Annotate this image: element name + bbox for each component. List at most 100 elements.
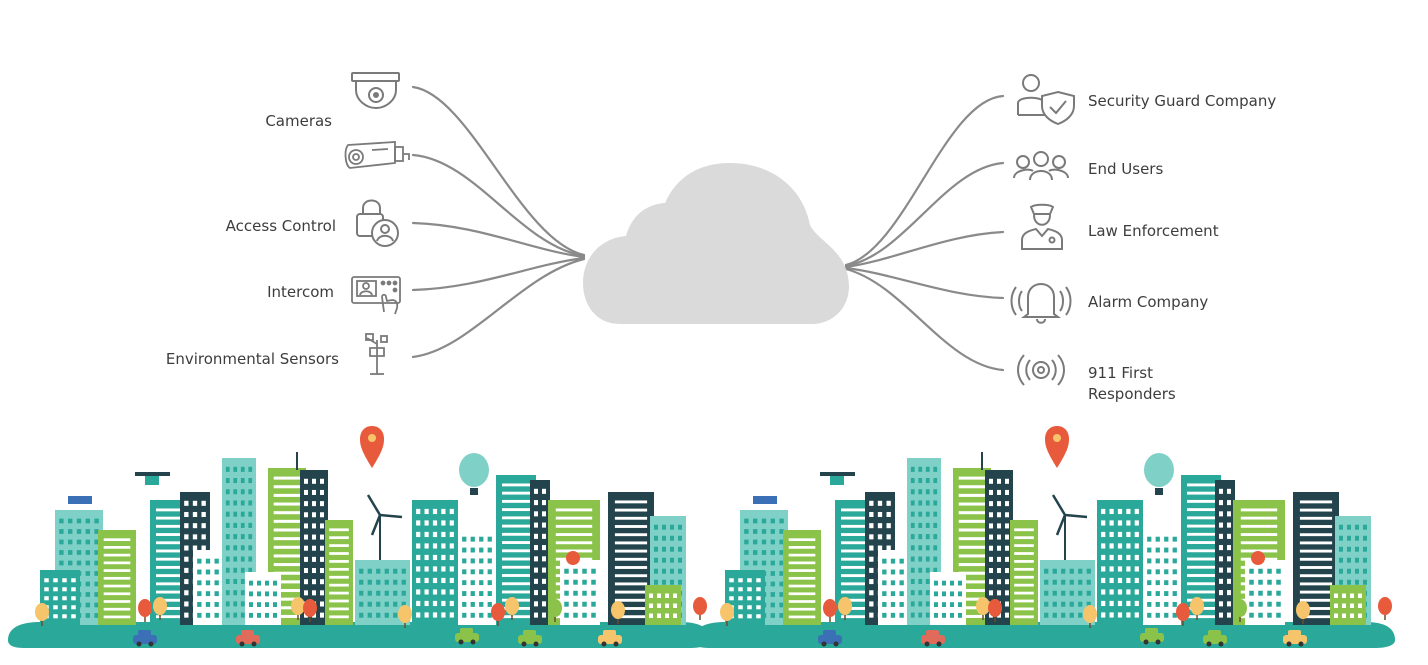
building-window bbox=[441, 612, 446, 618]
car-wheel bbox=[521, 641, 527, 647]
building-window bbox=[359, 612, 364, 618]
building-window bbox=[1363, 568, 1367, 574]
building-window bbox=[582, 579, 587, 585]
building-stripe bbox=[273, 476, 301, 480]
building-stripe bbox=[103, 538, 131, 542]
building-window bbox=[265, 591, 269, 597]
building-window bbox=[76, 560, 82, 566]
building-window bbox=[304, 501, 308, 507]
building-stripe bbox=[103, 615, 131, 619]
building-window bbox=[1334, 613, 1338, 618]
building-stripe bbox=[841, 557, 869, 561]
building-window bbox=[918, 556, 923, 562]
building-window bbox=[1134, 508, 1139, 515]
building-window bbox=[1052, 579, 1057, 585]
building-window bbox=[449, 531, 454, 538]
building-stripe bbox=[156, 607, 184, 610]
building-stripe bbox=[273, 580, 301, 584]
building-window bbox=[1134, 612, 1139, 618]
building-window bbox=[1164, 612, 1169, 618]
building-window bbox=[1227, 612, 1231, 618]
building-window bbox=[85, 529, 90, 534]
building-window bbox=[85, 602, 90, 608]
building-window bbox=[761, 518, 767, 524]
tree-crown bbox=[153, 597, 167, 615]
building-window bbox=[416, 554, 421, 561]
building-window bbox=[542, 578, 546, 584]
building-window bbox=[770, 539, 775, 545]
building-window bbox=[94, 571, 99, 576]
building-window bbox=[997, 568, 1001, 574]
building-window bbox=[869, 534, 874, 540]
car-body bbox=[818, 635, 842, 644]
building-window bbox=[910, 489, 915, 495]
building-window bbox=[591, 601, 596, 607]
building-window bbox=[910, 578, 915, 584]
building-window bbox=[432, 531, 438, 538]
building-window bbox=[1258, 612, 1263, 618]
building-stripe bbox=[273, 606, 301, 610]
building-window bbox=[384, 579, 389, 585]
building-window bbox=[997, 556, 1001, 562]
building-window bbox=[1126, 543, 1131, 549]
building-stripe bbox=[958, 614, 986, 618]
building-stripe bbox=[788, 538, 816, 542]
building-window bbox=[989, 590, 993, 596]
building-window bbox=[573, 612, 578, 618]
building-stripe bbox=[1187, 557, 1215, 561]
tree-crown bbox=[1176, 603, 1190, 621]
building-window bbox=[62, 578, 67, 583]
building-stripe bbox=[841, 582, 869, 586]
building-window bbox=[192, 500, 198, 506]
building-stripe bbox=[958, 589, 986, 593]
building-window bbox=[869, 556, 874, 562]
building-window bbox=[62, 596, 67, 601]
building-window bbox=[449, 543, 454, 549]
building-window bbox=[367, 568, 372, 574]
building-window bbox=[1172, 601, 1177, 607]
building-window bbox=[320, 601, 324, 607]
building-window bbox=[248, 534, 253, 540]
building-window bbox=[997, 501, 1001, 507]
building-window bbox=[869, 590, 874, 596]
building-window bbox=[744, 550, 749, 555]
building-window bbox=[257, 612, 261, 618]
building-window bbox=[950, 591, 954, 597]
building-stripe bbox=[1187, 483, 1215, 487]
building-window bbox=[877, 534, 883, 540]
building-window bbox=[1109, 600, 1114, 607]
building-window bbox=[376, 568, 381, 574]
building-window bbox=[320, 534, 324, 540]
building-window bbox=[1061, 579, 1066, 585]
building-window bbox=[678, 535, 682, 541]
building-window bbox=[899, 558, 904, 564]
building-window bbox=[424, 520, 429, 526]
building-window bbox=[886, 500, 891, 506]
building-window bbox=[432, 508, 438, 515]
building-window bbox=[1109, 508, 1114, 515]
building-window bbox=[1005, 556, 1009, 562]
building-window bbox=[925, 489, 930, 495]
building-stripe bbox=[1299, 598, 1333, 602]
building-stripe bbox=[614, 557, 648, 561]
building-window bbox=[1101, 577, 1106, 584]
building-window bbox=[449, 612, 454, 618]
building-window bbox=[240, 612, 245, 618]
building-window bbox=[534, 488, 538, 494]
building-window bbox=[59, 550, 64, 555]
building-window bbox=[320, 556, 324, 562]
connector-police bbox=[844, 230, 1005, 269]
building-window bbox=[890, 580, 896, 586]
building-stripe bbox=[1240, 541, 1278, 545]
building-window bbox=[582, 568, 587, 574]
building-window bbox=[770, 550, 775, 555]
building-stripe bbox=[273, 563, 301, 567]
building-window bbox=[479, 612, 484, 618]
building-stripe bbox=[1187, 549, 1215, 553]
building-window bbox=[542, 511, 546, 517]
building-window bbox=[1227, 578, 1231, 584]
building-window bbox=[85, 518, 90, 524]
car-body bbox=[133, 635, 157, 644]
building-window bbox=[673, 603, 677, 608]
building-stripe bbox=[788, 607, 816, 611]
